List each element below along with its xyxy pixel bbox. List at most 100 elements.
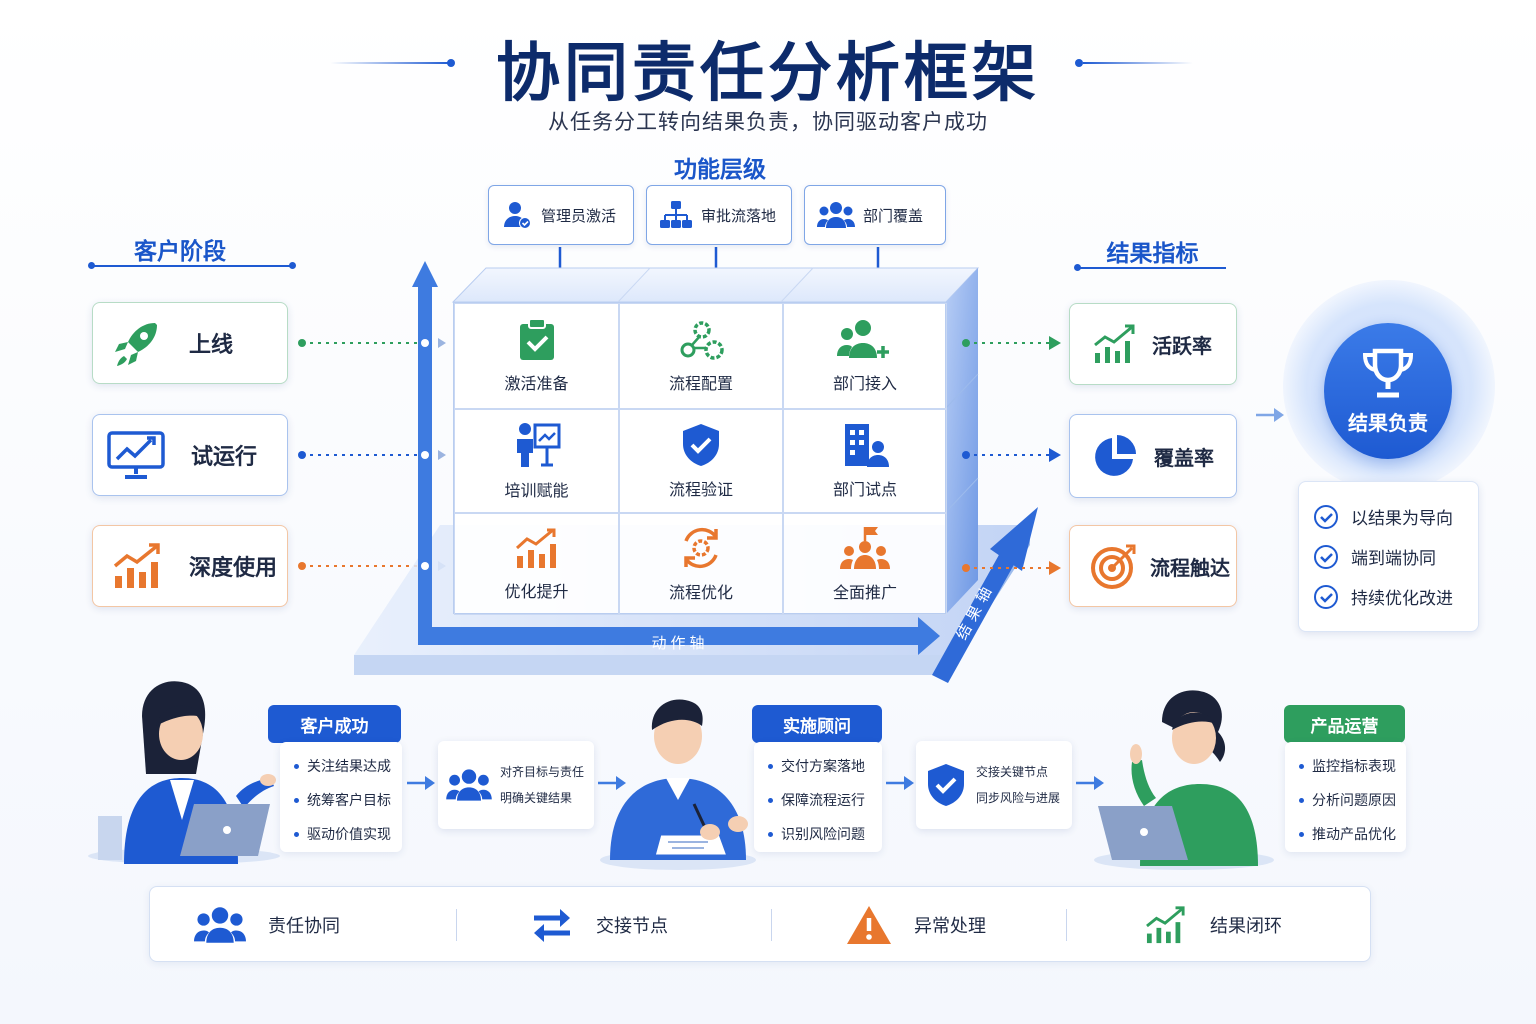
role-bullets-product-ops: 监控指标表现 分析问题原因 推动产品优化 — [1285, 742, 1406, 852]
org-chart-icon — [660, 201, 692, 228]
handoff-card-align: 对齐目标与责任 明确关键结果 — [438, 741, 594, 829]
result-metrics-title: 结果指标 — [1106, 241, 1199, 267]
swap-arrows-icon — [534, 909, 570, 942]
matrix-label: 流程配置 — [668, 374, 733, 393]
stage-card-trial: 试运行 — [92, 414, 288, 496]
matrix-label: 优化提升 — [504, 582, 569, 601]
growth-bars-icon — [113, 543, 160, 588]
role-bullet: 分析问题原因 — [1299, 790, 1396, 810]
warning-icon — [847, 906, 891, 944]
refresh-gear-icon — [684, 527, 718, 569]
flow-arrow-4 — [1076, 776, 1104, 790]
principle-handoff: 交接节点 — [530, 887, 668, 963]
matrix-label: 激活准备 — [504, 374, 569, 393]
product-ops-illustration — [1094, 690, 1274, 870]
outcome-check-2: 端到端协同 — [1313, 537, 1436, 577]
action-axis-label: 动作轴 — [651, 634, 709, 652]
principle-exception: 异常处理 — [846, 887, 986, 963]
handoff-line: 对齐目标与责任 — [500, 765, 585, 779]
admin-check-icon — [504, 202, 531, 229]
handoff-card-sync: 交接关键节点 同步风险与进展 — [916, 741, 1072, 829]
flow-arrow-3 — [886, 776, 914, 790]
role-bullet: 识别风险问题 — [768, 824, 872, 844]
function-layer-title: 功能层级 — [674, 157, 766, 183]
stage-label-launch: 上线 — [189, 333, 234, 358]
team-icon — [194, 907, 246, 943]
metric-card-process-reach: 流程触达 — [1069, 525, 1237, 607]
title-deco-right-dot — [1075, 59, 1083, 67]
role-bullets-consultant: 交付方案落地 保障流程运行 识别风险问题 — [754, 742, 882, 852]
matrix-label: 部门接入 — [832, 374, 897, 393]
function-card-approval: 审批流落地 — [646, 185, 792, 245]
matrix-label: 全面推广 — [832, 583, 897, 602]
trophy-icon — [1362, 348, 1414, 397]
role-bullet: 关注结果达成 — [294, 756, 392, 776]
gears-icon — [680, 321, 724, 360]
outcome-arrow — [1256, 408, 1284, 422]
matrix-cell-full-rollout: 全面推广 — [783, 513, 947, 615]
trend-bars-icon — [1146, 906, 1185, 944]
function-card-admin: 管理员激活 — [488, 185, 634, 245]
handoff-line: 明确关键结果 — [500, 791, 573, 805]
role-bullet: 保障流程运行 — [768, 790, 872, 810]
customer-stage-underline — [92, 265, 292, 267]
principles-bar: 责任协同 交接节点 异常处理 结果闭环 — [149, 886, 1371, 962]
function-label-dept: 部门覆盖 — [863, 206, 924, 225]
title-deco-left — [330, 62, 450, 64]
growth-bars-icon — [515, 528, 556, 568]
check-circle-icon — [1314, 544, 1338, 569]
role-badge-consultant: 实施顾问 — [752, 705, 882, 743]
monitor-chart-icon — [107, 431, 165, 479]
outcome-badge-label: 结果负责 — [1348, 410, 1428, 435]
handoff-line: 交接关键节点 — [976, 765, 1049, 779]
customer-stage-underline-dot-left — [88, 262, 95, 269]
outcome-check-1: 以结果为导向 — [1313, 497, 1453, 537]
matrix-label: 培训赋能 — [504, 481, 569, 500]
team-add-icon — [837, 320, 889, 358]
matrix-cell-optimize: 优化提升 — [454, 513, 619, 615]
bar-divider — [456, 909, 457, 941]
customer-stage-underline-dot-right — [289, 262, 296, 269]
target-icon — [1091, 544, 1136, 589]
principle-label: 交接节点 — [596, 916, 668, 937]
role-bullet: 监控指标表现 — [1299, 756, 1396, 776]
stage-label-trial: 试运行 — [191, 445, 258, 470]
page-title: 协同责任分析框架 — [496, 37, 1040, 111]
clipboard-check-icon — [519, 318, 554, 360]
principle-label: 责任协同 — [268, 916, 340, 937]
stage-card-deep-use: 深度使用 — [92, 525, 288, 607]
building-user-icon — [845, 424, 889, 467]
role-badge-product-ops: 产品运营 — [1284, 705, 1405, 743]
trend-bars-icon — [1094, 324, 1135, 363]
outcome-badge: 结果负责 — [1324, 323, 1452, 459]
matrix-cell-process-config: 流程配置 — [619, 303, 783, 409]
metric-card-coverage: 覆盖率 — [1069, 414, 1237, 498]
matrix-cell-process-verify: 流程验证 — [619, 409, 783, 513]
bar-divider — [771, 909, 772, 941]
shield-check-icon — [928, 764, 964, 806]
shield-check-icon — [683, 424, 719, 466]
role-bullet: 驱动价值实现 — [294, 824, 392, 844]
function-label-approval: 审批流落地 — [701, 206, 777, 225]
flow-arrow-1 — [407, 776, 435, 790]
trainer-icon — [516, 423, 560, 467]
role-bullet: 推动产品优化 — [1299, 824, 1396, 844]
title-deco-right — [1083, 62, 1193, 64]
page-subtitle: 从任务分工转向结果负责，协同驱动客户成功 — [548, 110, 988, 134]
role-badge-customer-success: 客户成功 — [268, 705, 401, 743]
stage-label-deep-use: 深度使用 — [189, 556, 278, 581]
metric-label-coverage: 覆盖率 — [1154, 445, 1214, 470]
customer-stage-title: 客户阶段 — [134, 239, 226, 265]
role-bullet: 统筹客户目标 — [294, 790, 392, 810]
role-bullets-customer-success: 关注结果达成 统筹客户目标 驱动价值实现 — [280, 742, 402, 852]
matrix-cell-activation-prep: 激活准备 — [454, 303, 619, 409]
flow-arrow-2 — [598, 776, 626, 790]
customer-success-illustration — [88, 681, 280, 864]
principle-responsibility: 责任协同 — [194, 887, 340, 963]
matrix-label: 流程优化 — [668, 583, 733, 602]
team-icon — [817, 202, 855, 228]
metric-label-active-rate: 活跃率 — [1152, 333, 1212, 358]
outcome-check-label: 端到端协同 — [1351, 549, 1436, 569]
flag-team-icon — [840, 527, 890, 569]
matrix-label: 部门试点 — [832, 480, 897, 499]
